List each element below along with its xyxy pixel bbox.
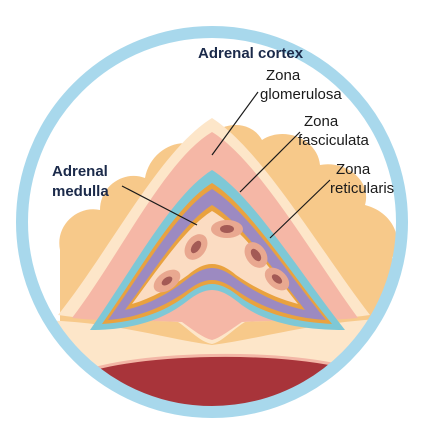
- label-zona-fasciculata-line2: fasciculata: [298, 132, 370, 149]
- label-adrenal-cortex: Adrenal cortex: [198, 45, 304, 62]
- label-zona-glomerulosa-line2: glomerulosa: [260, 86, 342, 103]
- label-adrenal-medulla-line1: Adrenal: [52, 163, 108, 180]
- label-zona-reticularis-line1: Zona: [336, 161, 371, 178]
- label-zona-reticularis-line2: reticularis: [330, 180, 394, 197]
- label-zona-glomerulosa-line1: Zona: [266, 67, 301, 84]
- label-zona-fasciculata-line1: Zona: [304, 113, 339, 130]
- cell-nucleus: [220, 225, 234, 233]
- label-adrenal-medulla-line2: medulla: [52, 183, 109, 200]
